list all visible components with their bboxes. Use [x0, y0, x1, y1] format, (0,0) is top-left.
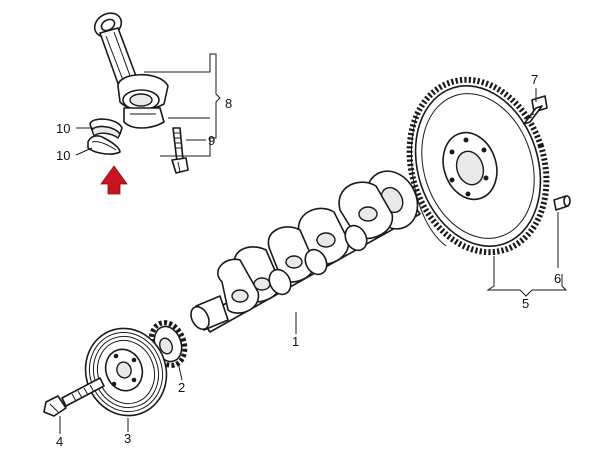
label-part-2: 2	[178, 380, 185, 395]
highlight-arrow	[100, 165, 128, 195]
part-labels: 1 2 3 4 5 6 7 8 9 10 10	[56, 72, 561, 449]
label-part-3: 3	[124, 431, 131, 446]
label-part-1: 1	[292, 334, 299, 349]
leader-lines	[59, 53, 568, 434]
connecting-rod[interactable]	[90, 8, 169, 129]
label-part-10-upper: 10	[56, 121, 70, 136]
flywheel[interactable]	[388, 62, 568, 270]
bearing-shell-lower[interactable]	[87, 135, 121, 155]
vibration-damper[interactable]	[73, 317, 178, 427]
crankshaft[interactable]	[187, 162, 427, 333]
label-part-4: 4	[56, 434, 63, 449]
damper-bolt[interactable]	[43, 377, 105, 417]
label-part-10-lower: 10	[56, 148, 70, 163]
dowel-pin[interactable]	[553, 195, 571, 211]
label-part-6: 6	[554, 271, 561, 286]
label-part-8: 8	[225, 96, 232, 111]
conrod-bolt[interactable]	[171, 127, 189, 174]
label-part-7: 7	[531, 72, 538, 87]
bearing-shell-upper[interactable]	[89, 118, 123, 140]
label-part-5: 5	[522, 296, 529, 311]
flywheel-bolt[interactable]	[523, 95, 548, 125]
label-part-9: 9	[208, 133, 215, 148]
